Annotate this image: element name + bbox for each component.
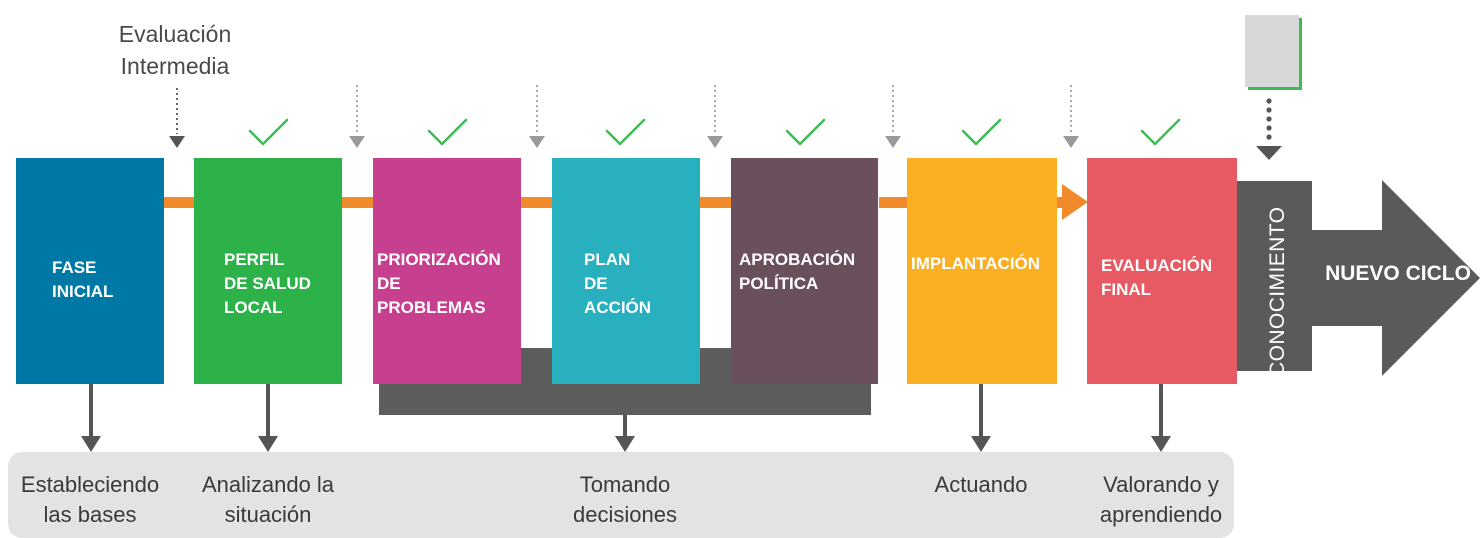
- bottom-label-estableciendo: Estableciendo las bases: [20, 472, 160, 527]
- connector: [1056, 197, 1064, 208]
- down-arrow-icon: [1151, 384, 1171, 452]
- phase-label: PRIORIZACIÓN DE PROBLEMAS: [377, 250, 501, 317]
- nuevo-ciclo-label: NUEVO CICLO: [1325, 262, 1471, 285]
- dotted-down-arrow-icon: [885, 85, 901, 148]
- phase-evaluacion-final: EVALUACIÓN FINAL: [1087, 158, 1237, 384]
- dotted-down-arrow-icon: [529, 85, 545, 148]
- dotted-down-arrow-icon: [707, 85, 723, 148]
- phase-label: PERFIL DE SALUD LOCAL: [224, 250, 311, 317]
- phase-plan-accion: PLAN DE ACCIÓN: [552, 158, 700, 384]
- dotted-down-arrow-icon: [169, 88, 185, 148]
- dotted-down-arrow-icon: [1256, 98, 1282, 160]
- phase-perfil-salud-local: PERFIL DE SALUD LOCAL: [194, 158, 342, 384]
- connector: [879, 197, 908, 208]
- connector: [164, 197, 194, 208]
- down-arrow-icon: [615, 415, 635, 452]
- check-icon: [605, 118, 646, 146]
- phase-label: IMPLANTACIÓN: [911, 254, 1041, 273]
- connector-arrowhead: [1062, 184, 1088, 220]
- phase-aprobacion-politica: APROBACIÓN POLÍTICA: [731, 158, 878, 384]
- phase-priorizacion-problemas: PRIORIZACIÓN DE PROBLEMAS: [373, 158, 521, 384]
- dotted-down-arrow-icon: [349, 85, 365, 148]
- phase-label: FASE INICIAL: [52, 258, 114, 301]
- connector: [700, 197, 731, 208]
- check-icon: [248, 118, 289, 146]
- bottom-label-valorando: Valorando y aprendiendo: [1099, 472, 1223, 527]
- evaluacion-intermedia-label: Evaluación Intermedia: [118, 21, 232, 79]
- check-icon: [961, 118, 1002, 146]
- down-arrow-icon: [81, 384, 101, 452]
- check-icon: [785, 118, 826, 146]
- dotted-down-arrow-icon: [1063, 85, 1079, 148]
- knowledge-label: CONOCIMIENTO: [1266, 207, 1289, 377]
- down-arrow-icon: [258, 384, 278, 452]
- down-arrow-icon: [971, 384, 991, 452]
- phase-label: APROBACIÓN POLÍTICA: [739, 250, 856, 293]
- phase-implantacion: IMPLANTACIÓN: [907, 158, 1057, 384]
- bottom-label-actuando: Actuando: [934, 472, 1028, 497]
- connector: [521, 197, 552, 208]
- bottom-label-analizando: Analizando la situación: [201, 472, 335, 527]
- outcomes-band: [8, 452, 1234, 538]
- big-right-arrow-icon: [1312, 180, 1480, 376]
- phase-label: PLAN DE ACCIÓN: [584, 250, 652, 317]
- phase-label: EVALUACIÓN FINAL: [1101, 256, 1213, 299]
- phase-fase-inicial: FASE INICIAL: [16, 158, 164, 384]
- check-icon: [1140, 118, 1181, 146]
- bottom-label-tomando: Tomando decisiones: [573, 472, 677, 527]
- connector: [342, 197, 373, 208]
- knowledge-bar: [1237, 181, 1312, 371]
- document-icon: [1245, 15, 1302, 90]
- check-icon: [427, 118, 468, 146]
